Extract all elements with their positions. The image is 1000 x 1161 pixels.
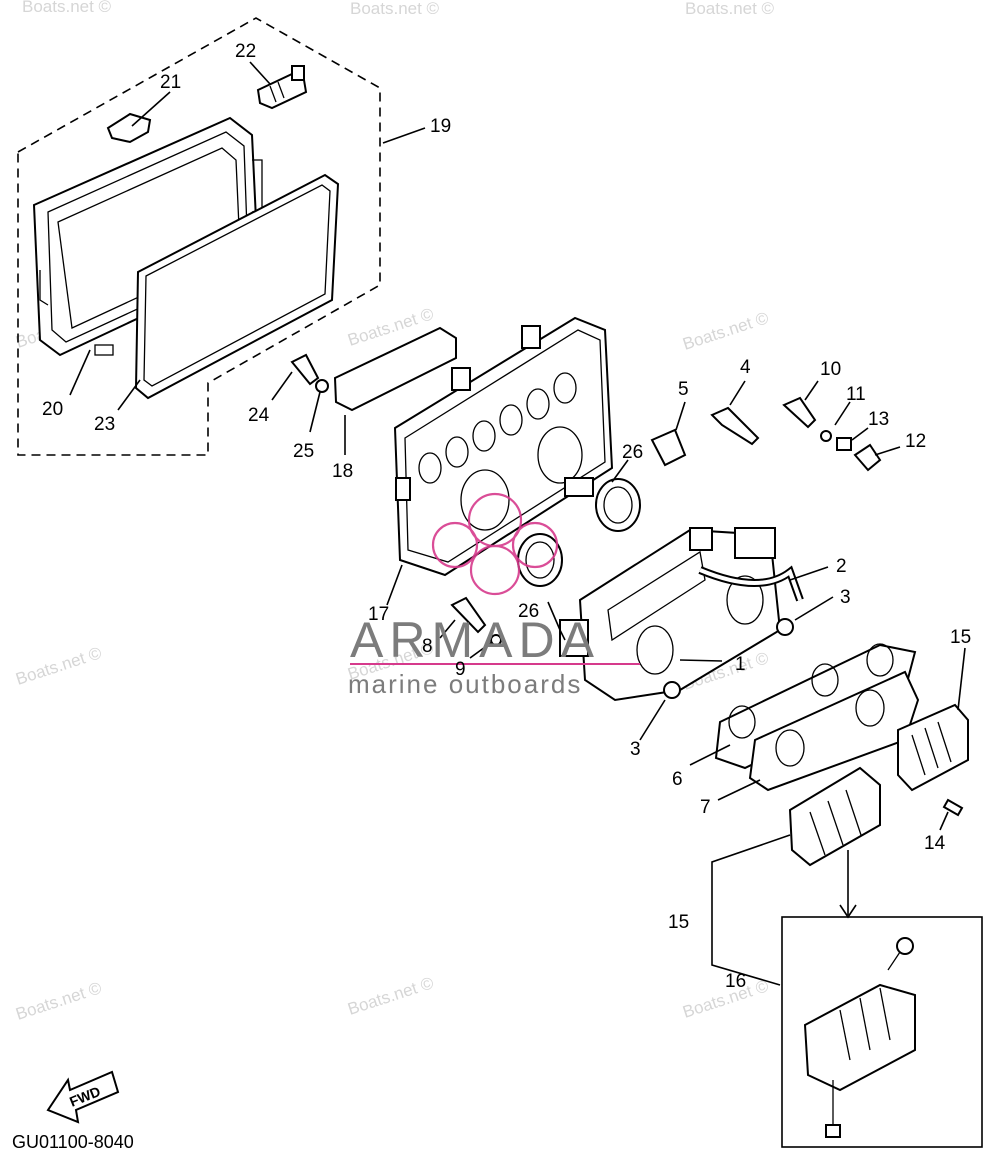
callout-25: 25 xyxy=(293,441,314,462)
clamp-part xyxy=(663,681,681,699)
leader-lines xyxy=(69,61,966,986)
filter-gasket-inner xyxy=(143,184,331,387)
callout-22: 22 xyxy=(235,41,256,62)
bracket-part xyxy=(853,443,882,472)
callout-23: 23 xyxy=(94,414,115,435)
callout-7: 7 xyxy=(700,797,711,818)
callout-3: 3 xyxy=(630,739,641,760)
callout-5: 5 xyxy=(678,379,689,400)
callout-26: 26 xyxy=(518,601,539,622)
washer-part xyxy=(315,379,329,393)
watermark: Boats.net © xyxy=(13,978,104,1024)
filter-gasket-part xyxy=(134,173,340,400)
sleeve-part xyxy=(650,428,687,467)
clip-part xyxy=(106,112,152,144)
assembly-group-outline xyxy=(17,17,381,456)
callout-12: 12 xyxy=(905,431,926,452)
brand-flower-icon xyxy=(431,492,559,596)
silencer-body-part xyxy=(393,316,614,577)
callout-1: 1 xyxy=(735,654,746,675)
seal-ring-part xyxy=(595,478,641,532)
callout-26: 26 xyxy=(622,442,643,463)
bolt-part xyxy=(290,353,320,386)
watermark: Boats.net © xyxy=(350,0,440,18)
watermark: Boats.net © xyxy=(685,0,775,18)
callout-16: 16 xyxy=(725,971,746,992)
callout-15: 15 xyxy=(950,627,971,648)
clamp-part xyxy=(776,618,794,636)
washer-part xyxy=(820,430,832,442)
callout-21: 21 xyxy=(160,72,181,93)
washer-part xyxy=(490,634,502,646)
bolt-part xyxy=(782,396,817,429)
callout-9: 9 xyxy=(455,659,466,680)
brand-name: ARMADA xyxy=(350,612,600,668)
throttle-body-part xyxy=(559,527,782,702)
callout-13: 13 xyxy=(868,409,889,430)
callout-3: 3 xyxy=(840,587,851,608)
callout-11: 11 xyxy=(846,384,866,405)
brand-tagline: marine outboards xyxy=(348,669,582,699)
watermark: Boats.net © xyxy=(22,0,112,16)
detail-inset xyxy=(781,850,983,1148)
callout-18: 18 xyxy=(332,461,353,482)
watermark: Boats.net © xyxy=(345,973,436,1019)
diagram-code: GU01100-8040 xyxy=(12,1132,134,1152)
brand-logo: ARMADA marine outboards xyxy=(348,492,640,699)
watermark: Boats.net © xyxy=(13,643,104,689)
pin-part xyxy=(942,798,964,817)
watermark: Boats.net © xyxy=(680,308,771,354)
callout-20: 20 xyxy=(42,399,63,420)
callout-10: 10 xyxy=(820,359,841,380)
callout-14: 14 xyxy=(924,833,946,854)
callout-24: 24 xyxy=(248,405,270,426)
forward-arrow-icon: FWD xyxy=(46,1070,120,1124)
callout-15: 15 xyxy=(668,912,689,933)
reed-valve-part xyxy=(788,766,881,867)
callout-6: 6 xyxy=(672,769,683,790)
callout-19: 19 xyxy=(430,116,451,137)
callout-2: 2 xyxy=(836,556,847,577)
callout-17: 17 xyxy=(368,604,389,625)
reed-valve-part xyxy=(897,703,969,792)
bolt-part xyxy=(450,596,487,634)
watermark-layer: Boats.net © Boats.net © Boats.net © Boat… xyxy=(13,0,774,1024)
callout-labels: 1 2 3 3 4 5 6 7 8 9 10 11 12 13 14 15 15… xyxy=(42,41,971,992)
fitting-part xyxy=(256,65,308,110)
bolt-part xyxy=(710,406,760,446)
spacer-part xyxy=(836,437,852,451)
callout-4: 4 xyxy=(740,357,751,378)
callout-8: 8 xyxy=(422,636,433,657)
cover-plate-part xyxy=(333,326,457,412)
